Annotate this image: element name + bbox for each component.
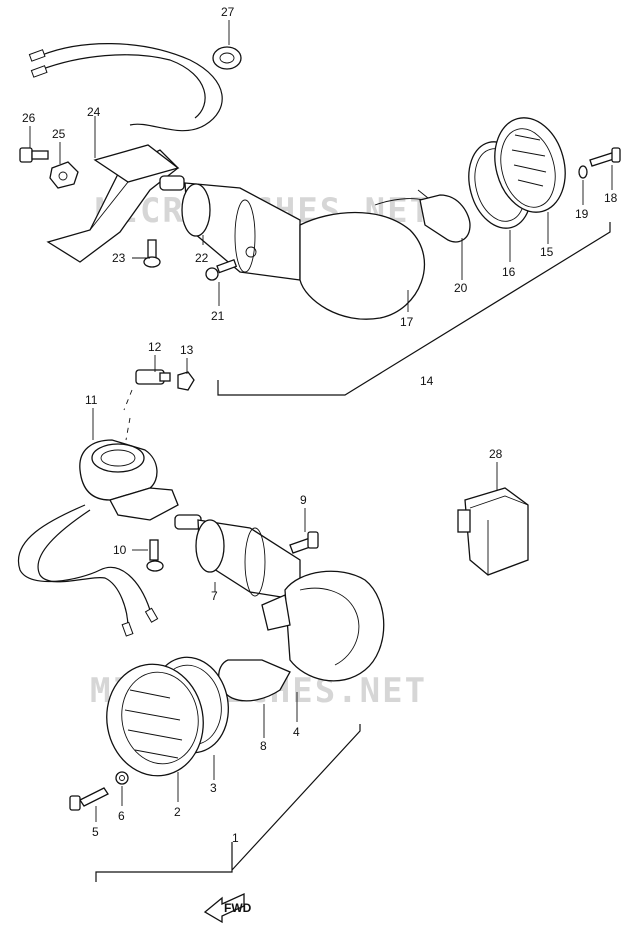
connector-d <box>121 621 134 637</box>
leader-dash <box>123 389 133 441</box>
upper-turn-signal-assembly <box>19 43 621 396</box>
callout-22: 22 <box>195 251 209 265</box>
wire-lead-a <box>41 43 223 132</box>
callout-18: 18 <box>604 191 618 205</box>
assembly-bracket-1 <box>95 724 361 882</box>
callout-23: 23 <box>112 251 126 265</box>
connector-c <box>144 607 159 623</box>
connector-a <box>28 49 46 62</box>
fwd-arrow: FWD <box>203 892 252 924</box>
callout-6: 6 <box>118 809 125 823</box>
callout-3: 3 <box>210 781 217 795</box>
washer-6 <box>115 771 129 785</box>
callout-13: 13 <box>180 343 194 357</box>
callout-24: 24 <box>87 105 101 119</box>
callout-7: 7 <box>211 589 218 603</box>
relay-28 <box>457 487 529 576</box>
wire-lead-b <box>39 54 206 119</box>
bulb-8 <box>218 659 291 702</box>
callout-10: 10 <box>113 543 127 557</box>
callout-11: 11 <box>85 393 98 407</box>
screw-10 <box>146 539 164 572</box>
callout-25: 25 <box>52 127 66 141</box>
callout-12: 12 <box>148 340 162 354</box>
callout-2: 2 <box>174 805 181 819</box>
nut-13 <box>177 371 195 391</box>
callout-14: 14 <box>420 374 434 388</box>
callout-28: 28 <box>489 447 503 461</box>
assembly-bracket-14 <box>217 222 611 396</box>
svg-text:FWD: FWD <box>224 901 252 915</box>
screw-21 <box>205 259 238 281</box>
callout-20: 20 <box>454 281 468 295</box>
leader-lines <box>29 20 613 822</box>
callout-21: 21 <box>211 309 225 323</box>
stalk-22 <box>159 175 301 281</box>
wire-lower-a <box>17 504 151 611</box>
screw-18 <box>589 147 621 167</box>
callout-8: 8 <box>260 739 267 753</box>
callout-labels: 27 24 25 26 23 22 21 17 20 16 15 19 18 1… <box>22 5 618 845</box>
callout-15: 15 <box>540 245 554 259</box>
callout-5: 5 <box>92 825 99 839</box>
callout-17: 17 <box>400 315 414 329</box>
screw-23 <box>143 239 161 268</box>
stalk-7 <box>174 514 301 601</box>
bolt-26 <box>19 147 49 163</box>
callout-4: 4 <box>293 725 300 739</box>
lens-2 <box>106 663 204 777</box>
housing-4 <box>261 570 385 682</box>
bolt-12 <box>135 369 171 385</box>
callout-19: 19 <box>575 207 589 221</box>
screw-9 <box>289 531 319 554</box>
callout-26: 26 <box>22 111 36 125</box>
bracket-24 <box>46 144 180 263</box>
mount-11 <box>79 439 179 521</box>
lower-turn-signal-assembly <box>17 369 529 882</box>
callout-27: 27 <box>221 5 235 19</box>
callout-16: 16 <box>502 265 516 279</box>
grommet-27 <box>212 46 242 70</box>
washer-19 <box>578 165 588 179</box>
bulb-20 <box>417 189 471 243</box>
callout-9: 9 <box>300 493 307 507</box>
lens-15 <box>494 117 566 213</box>
nut-25 <box>49 161 79 189</box>
screw-5 <box>69 787 109 811</box>
housing-17 <box>299 198 436 320</box>
connector-b <box>30 65 48 78</box>
wire-lower-b <box>37 509 129 629</box>
callout-1: 1 <box>232 831 239 845</box>
